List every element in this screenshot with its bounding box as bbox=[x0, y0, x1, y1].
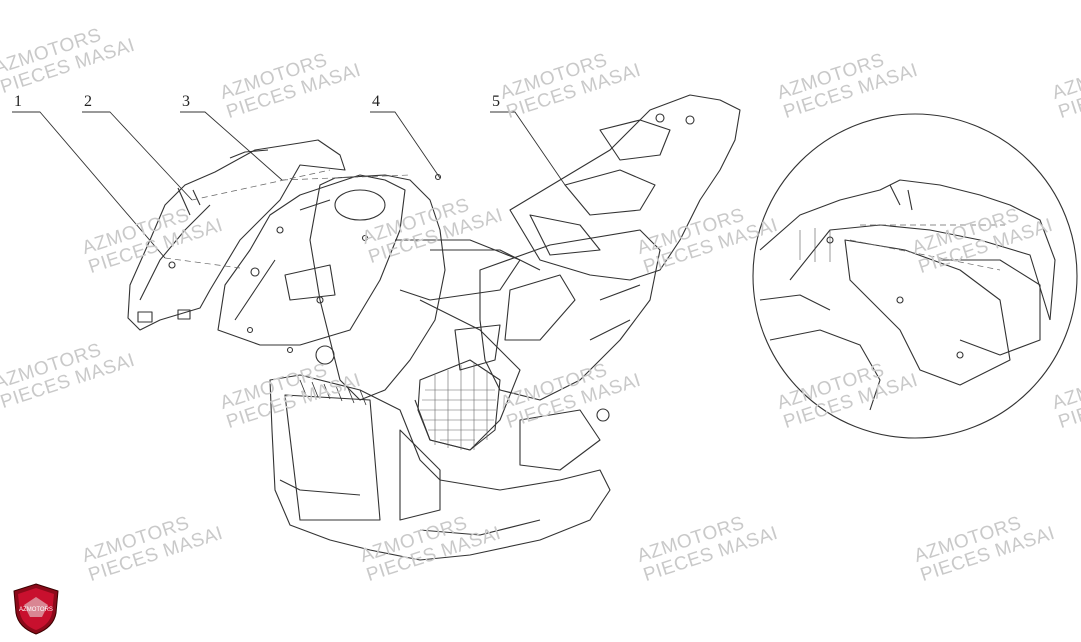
rear-seat-pan bbox=[509, 94, 741, 281]
logo-text: AZMOTORS bbox=[19, 607, 53, 613]
fasteners bbox=[246, 173, 442, 354]
front-cowl bbox=[479, 229, 661, 401]
leader-4 bbox=[370, 111, 441, 179]
assembly-dashes bbox=[164, 169, 1005, 271]
leader-5 bbox=[490, 111, 566, 186]
callout-4: 4 bbox=[372, 93, 380, 110]
fender-panel bbox=[127, 139, 346, 331]
callout-2: 2 bbox=[84, 93, 92, 110]
leader-1 bbox=[12, 111, 166, 259]
callout-5: 5 bbox=[492, 93, 500, 110]
leader-3 bbox=[180, 111, 283, 181]
azmotors-logo: AZMOTORS bbox=[12, 583, 60, 635]
callout-3: 3 bbox=[182, 93, 190, 110]
leader-2 bbox=[82, 111, 193, 201]
detail-circle bbox=[752, 113, 1078, 439]
front-grille bbox=[417, 324, 501, 451]
callout-1: 1 bbox=[14, 93, 22, 110]
leader-lines bbox=[12, 111, 566, 259]
lower-fascia bbox=[269, 345, 611, 561]
